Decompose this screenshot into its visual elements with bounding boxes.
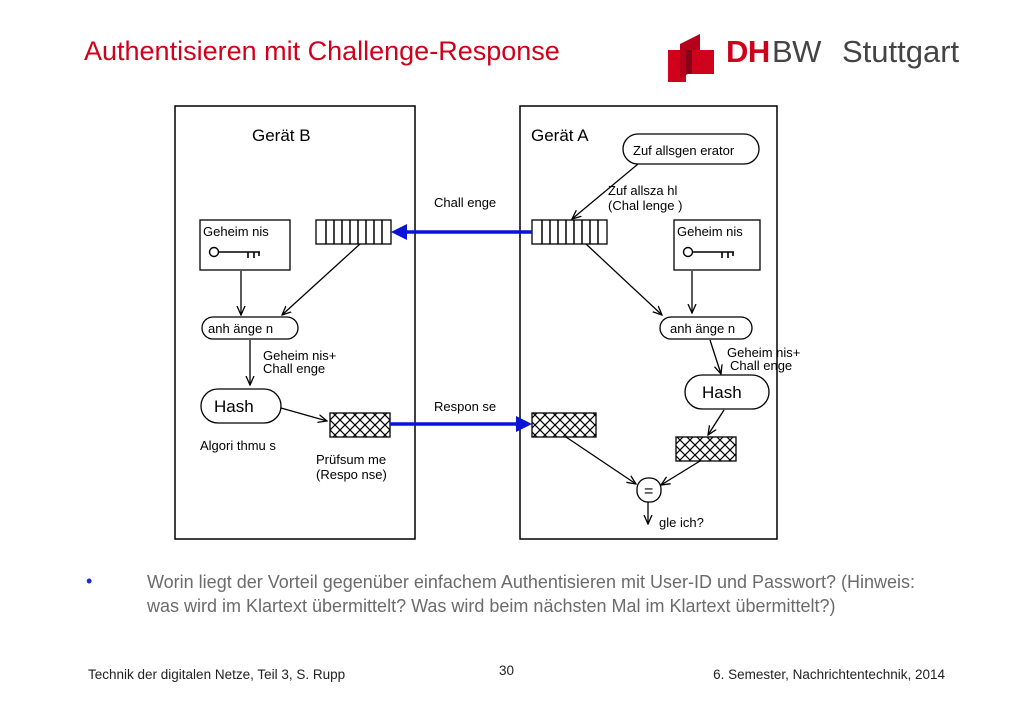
challenge-label: Chall enge (434, 195, 496, 210)
hash-to-checksum-arrow-a (708, 409, 725, 435)
challenge-to-append-arrow-b (282, 243, 361, 315)
challenge-register-b (315, 219, 392, 245)
secret-box-b: Geheim nis (199, 219, 291, 271)
secret-challenge-b-label-1: Geheim nis+ (263, 348, 336, 363)
generator-to-challenge-arrow (572, 163, 639, 219)
bullet-icon: • (86, 571, 93, 591)
hash-box-a (684, 374, 770, 410)
secret-a-label: Geheim nis (677, 224, 743, 239)
device-b-frame (174, 105, 416, 540)
append-box-a (659, 316, 753, 340)
random-number-label-2: (Chal lenge ) (608, 198, 682, 213)
dhbw-logo-mark-icon (668, 34, 714, 82)
algorithm-label: Algori thmu s (200, 438, 276, 453)
append-box-b (201, 316, 299, 340)
hash-b-label: Hash (214, 397, 254, 416)
append-to-hash-arrow-a (709, 339, 721, 374)
device-b-label: Gerät B (252, 126, 311, 145)
secret-challenge-a-label-1: Geheim nis+ (727, 345, 800, 360)
random-generator-label: Zuf allsgen erator (633, 143, 735, 158)
footer-left: Technik der digitalen Netze, Teil 3, S. … (88, 667, 346, 682)
hash-box-b (200, 388, 282, 424)
computed-to-compare-arrow (661, 460, 701, 485)
hash-to-checksum-arrow-b (280, 407, 327, 421)
hash-a-label: Hash (702, 383, 742, 402)
checksum-register-a-received (531, 412, 597, 438)
dhbw-logo: DH BW Stuttgart (662, 28, 982, 88)
secret-box-a: Geheim nis (673, 219, 761, 271)
key-icon (208, 246, 260, 258)
challenge-arrowhead-icon (391, 224, 407, 240)
equal-icon: = (644, 483, 653, 500)
checksum-label-1: Prüfsum me (316, 452, 386, 467)
response-arrowhead-icon (516, 416, 532, 432)
logo-city-text: Stuttgart (842, 34, 960, 69)
secret-challenge-a-label-2: Chall enge (730, 358, 792, 373)
append-a-label: anh änge n (670, 321, 735, 336)
secret-b-label: Geheim nis (203, 224, 269, 239)
append-b-label: anh änge n (208, 321, 273, 336)
checksum-register-a-computed (675, 436, 737, 462)
compare-box (636, 477, 662, 503)
secret-challenge-b-label-2: Chall enge (263, 361, 325, 376)
slide-title: Authentisieren mit Challenge-Response (84, 36, 560, 66)
equal-question-label: gle ich? (659, 515, 704, 530)
footer-right: 6. Semester, Nachrichtentechnik, 2014 (713, 667, 945, 682)
logo-dh-text: DH (726, 34, 770, 69)
device-a-label: Gerät A (531, 126, 589, 145)
page-number: 30 (499, 663, 515, 678)
received-to-compare-arrow (565, 436, 636, 484)
checksum-register-b (329, 412, 391, 438)
key-icon (682, 246, 734, 258)
response-label: Respon se (434, 399, 496, 414)
random-generator-box (622, 133, 760, 165)
logo-bw-text: BW (772, 34, 821, 69)
challenge-register-a (531, 219, 608, 245)
checksum-label-2: (Respo nse) (316, 467, 387, 482)
random-number-label-1: Zuf allsza hl (608, 183, 677, 198)
bullet-text: Worin liegt der Vorteil gegenüber einfac… (147, 572, 916, 616)
challenge-to-append-arrow-a (585, 243, 662, 315)
device-a-frame (519, 105, 778, 540)
